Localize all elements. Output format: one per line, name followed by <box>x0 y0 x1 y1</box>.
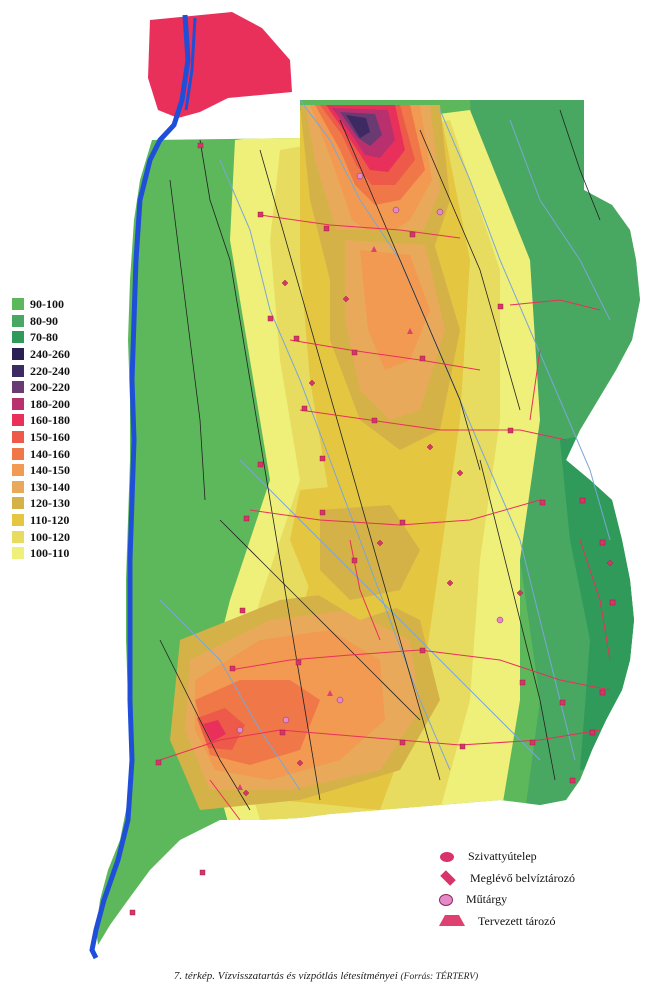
legend-swatch <box>12 381 24 394</box>
legend-label: 200-220 <box>30 380 70 395</box>
legend-label: 140-160 <box>30 446 70 461</box>
legend-swatch <box>12 514 24 527</box>
legend-label: 110-120 <box>30 513 70 528</box>
legend-item: 150-160 <box>12 429 122 446</box>
legend-item: 200-220 <box>12 379 122 396</box>
symbol-row-reservoir: Meglévő belvíztározó <box>438 868 638 890</box>
legend-swatch <box>12 298 24 311</box>
legend-swatch <box>12 348 24 361</box>
legend-item: 140-160 <box>12 445 122 462</box>
legend-item: 70-80 <box>12 329 122 346</box>
symbol-label: Meglévő belvíztározó <box>470 870 575 885</box>
legend-label: 150-160 <box>30 430 70 445</box>
pump-station-icon <box>440 851 454 862</box>
legend-item: 160-180 <box>12 412 122 429</box>
legend-swatch <box>12 464 24 477</box>
legend-label: 80-90 <box>30 313 58 328</box>
symbol-label: Szivattyútelep <box>468 849 537 864</box>
legend-label: 100-120 <box>30 529 70 544</box>
legend-item: 180-200 <box>12 396 122 413</box>
legend-item: 140-150 <box>12 462 122 479</box>
reservoir-markers <box>242 279 614 797</box>
pump-station-markers <box>129 142 616 916</box>
symbol-row-planned-reservoir: Tervezett tározó <box>438 911 638 933</box>
legend-item: 100-120 <box>12 528 122 545</box>
symbol-legend: Szivattyútelep Meglévő belvíztározó Műtá… <box>438 846 638 932</box>
legend-swatch <box>12 530 24 543</box>
caption-main: 7. térkép. Vízvisszatartás és vízpótlás … <box>173 970 398 982</box>
structure-markers <box>236 172 504 734</box>
legend-label: 70-80 <box>30 330 58 345</box>
legend-swatch <box>12 480 24 493</box>
map-caption: 7. térkép. Vízvisszatartás és vízpótlás … <box>0 970 652 982</box>
elevation-bands <box>96 100 640 945</box>
northern-city-area <box>148 12 292 118</box>
legend-label: 180-200 <box>30 396 70 411</box>
danube-river <box>89 14 197 960</box>
legend-label: 220-240 <box>30 363 70 378</box>
legend-swatch <box>12 547 24 560</box>
legend-swatch <box>12 314 24 327</box>
legend-item: 110-120 <box>12 512 122 529</box>
legend-item: 80-90 <box>12 313 122 330</box>
legend-label: 140-150 <box>30 463 70 478</box>
legend-item: 130-140 <box>12 479 122 496</box>
legend-swatch <box>12 497 24 510</box>
planned-reservoir-icon <box>439 915 465 927</box>
legend-item: 100-110 <box>12 545 122 562</box>
planned-reservoir-markers <box>237 246 413 790</box>
legend-item: 90-100 <box>12 296 122 313</box>
legend-swatch <box>12 364 24 377</box>
canal-network <box>159 214 611 821</box>
legend-swatch <box>12 397 24 410</box>
symbol-label: Tervezett tározó <box>478 913 556 928</box>
legend-item: 220-240 <box>12 362 122 379</box>
legend-swatch <box>12 331 24 344</box>
legend-swatch <box>12 447 24 460</box>
legend-label: 240-260 <box>30 347 70 362</box>
structure-circle-icon <box>439 893 453 906</box>
legend-label: 90-100 <box>30 297 64 312</box>
caption-source: (Forrás: TÉRTERV) <box>400 972 479 982</box>
legend-label: 120-130 <box>30 496 70 511</box>
legend-item: 240-260 <box>12 346 122 363</box>
reservoir-diamond-icon <box>440 870 456 887</box>
legend-label: 160-180 <box>30 413 70 428</box>
legend-swatch <box>12 431 24 444</box>
legend-swatch <box>12 414 24 427</box>
legend-label: 130-140 <box>30 479 70 494</box>
legend-item: 120-130 <box>12 495 122 512</box>
symbol-label: Műtárgy <box>466 892 508 907</box>
symbol-row-pump-station: Szivattyútelep <box>438 846 638 868</box>
symbol-row-structure: Műtárgy <box>438 889 638 911</box>
legend-label: 100-110 <box>30 546 70 561</box>
